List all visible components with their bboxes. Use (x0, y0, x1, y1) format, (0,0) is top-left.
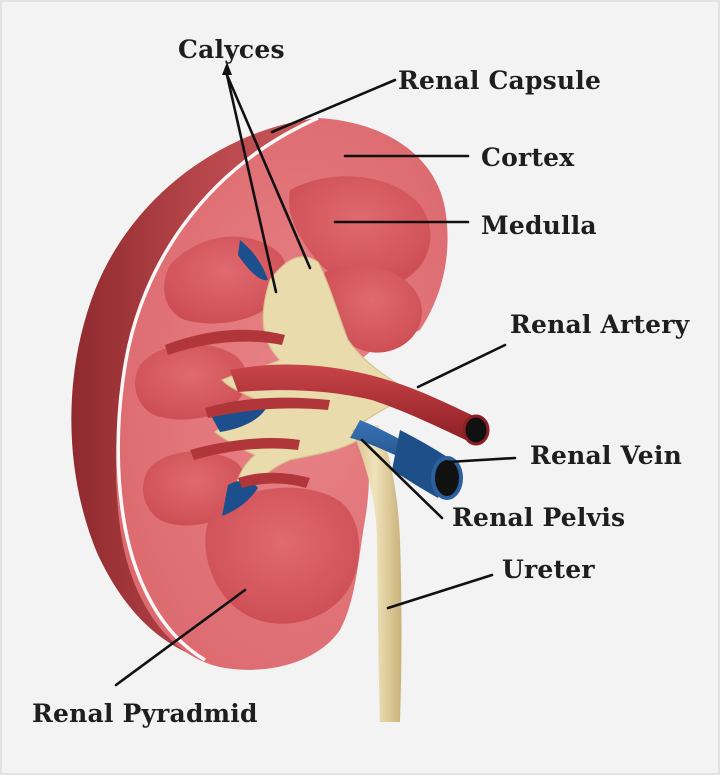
label-renal-capsule: Renal Capsule (398, 66, 601, 95)
leader-calyces-2 (225, 73, 312, 270)
pyramid-right (322, 265, 422, 353)
label-renal-pelvis: Renal Pelvis (452, 503, 625, 532)
label-calyces: Calyces (178, 35, 285, 64)
vein-small-branch-3 (222, 480, 258, 516)
capsule-border-line (116, 116, 319, 662)
label-renal-pyramid: Renal Pyradmid (32, 699, 258, 728)
renal-vein-vessels (208, 240, 463, 516)
leader-calyces-1 (225, 73, 278, 294)
leader-renal-pyramid (114, 588, 247, 687)
leader-ureter (386, 573, 494, 610)
leader-renal-capsule (270, 78, 397, 134)
artery-branch-bottom (238, 472, 310, 488)
leader-renal-vein (446, 456, 517, 464)
renal-artery-vessels (165, 329, 490, 488)
ureter-tube (352, 425, 402, 722)
kidney-capsule (71, 118, 318, 660)
pyramid-middle-left (135, 344, 247, 420)
label-medulla: Medulla (481, 211, 597, 240)
renal-vein-opening (431, 456, 463, 500)
leader-lines (114, 62, 517, 687)
renal-artery-trunk (230, 364, 478, 442)
label-renal-vein: Renal Vein (530, 441, 682, 470)
diagram-labels: Calyces Renal Capsule Cortex Medulla Ren… (32, 35, 691, 728)
artery-branch-lower (190, 438, 300, 460)
artery-branch-middle (205, 397, 330, 418)
leader-renal-pelvis (360, 438, 444, 520)
leader-renal-artery (416, 343, 507, 389)
vein-small-branch-2 (238, 240, 268, 281)
label-cortex: Cortex (481, 143, 575, 172)
pyramid-top (289, 176, 431, 287)
renal-artery-opening (462, 414, 490, 446)
label-ureter: Ureter (502, 555, 595, 584)
artery-branch-upper (165, 329, 285, 355)
calyces-arrow-1 (222, 62, 232, 75)
label-renal-artery: Renal Artery (510, 310, 691, 339)
